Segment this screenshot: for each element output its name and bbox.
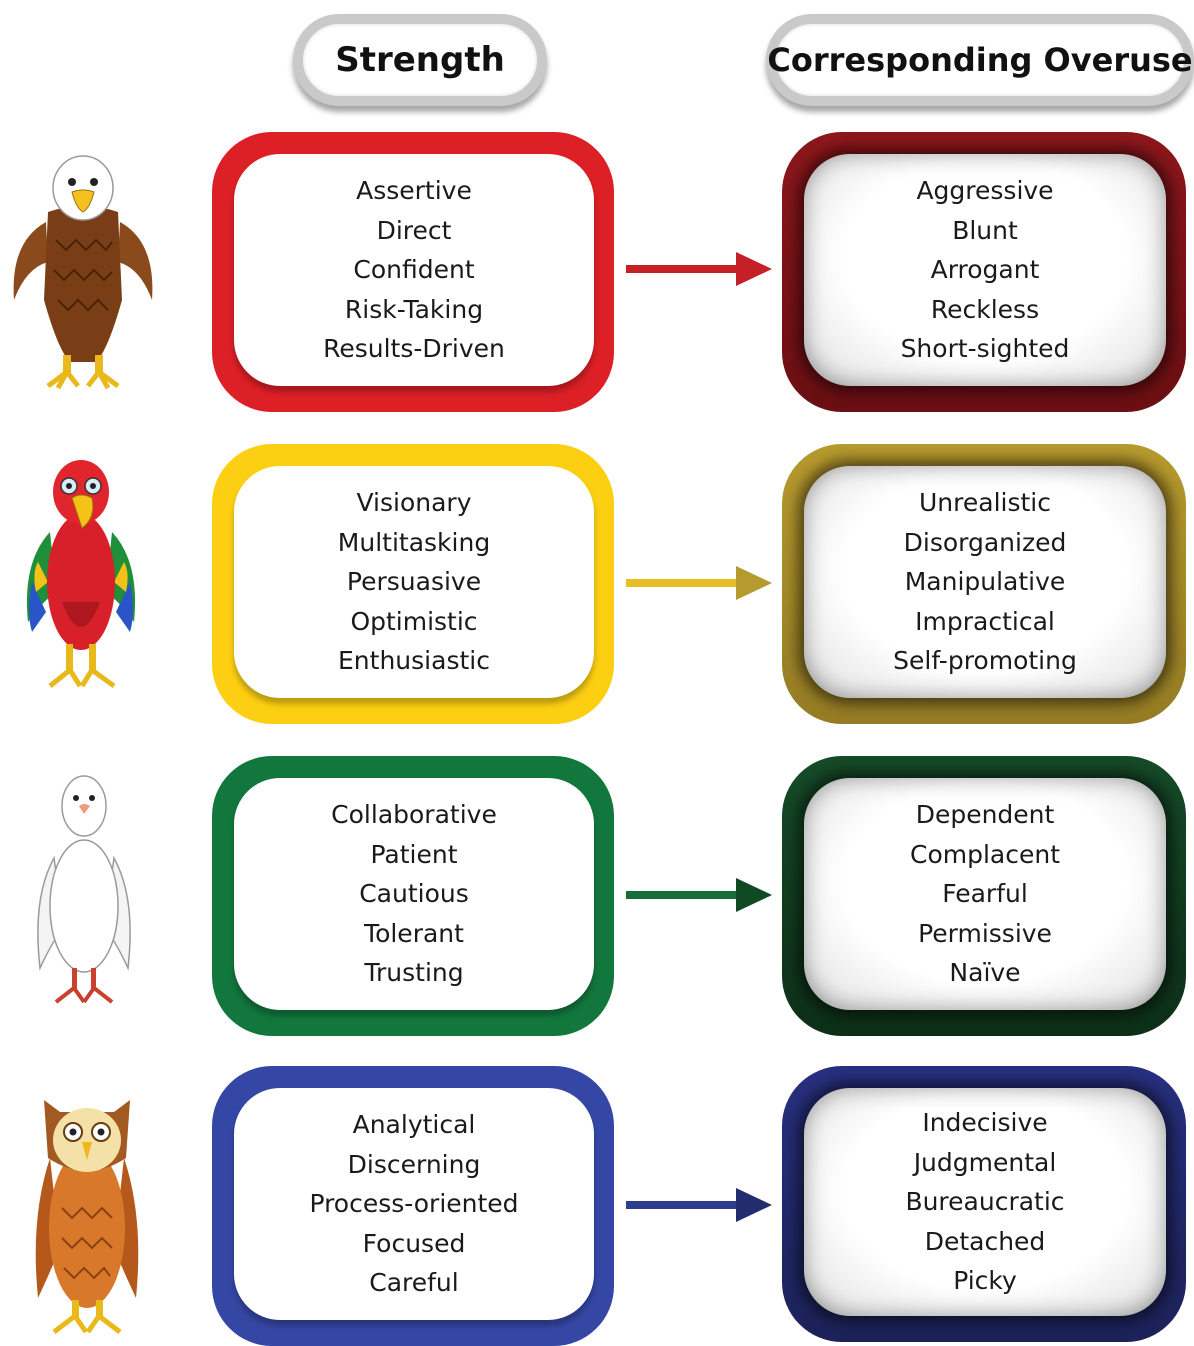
- strength-item: Assertive: [356, 176, 472, 206]
- arrow-right-icon: [626, 1188, 772, 1222]
- overuse-item: Unrealistic: [919, 488, 1051, 518]
- arrow-right-icon: [626, 878, 772, 912]
- strength-item: Focused: [362, 1228, 466, 1258]
- strength-header: Strength: [293, 14, 547, 106]
- overuse-item: Disorganized: [903, 527, 1067, 557]
- strength-box-dove: Collaborative Patient Cautious Tolerant …: [212, 756, 614, 1036]
- strength-item: Trusting: [364, 958, 464, 988]
- overuse-item: Reckless: [930, 294, 1040, 324]
- overuse-item: Permissive: [918, 918, 1052, 948]
- strength-item: Multitasking: [337, 527, 491, 557]
- overuse-item: Manipulative: [904, 567, 1066, 597]
- overuse-item: Complacent: [909, 839, 1060, 869]
- strength-item: Patient: [370, 839, 458, 869]
- strength-box-eagle: Assertive Direct Confident Risk-Taking R…: [212, 132, 614, 412]
- overuse-list-owl: Indecisive Judgmental Bureaucratic Detac…: [804, 1088, 1166, 1316]
- overuse-item: Detached: [924, 1226, 1046, 1256]
- overuse-list-dove: Dependent Complacent Fearful Permissive …: [804, 778, 1166, 1010]
- overuse-item: Aggressive: [916, 176, 1054, 206]
- strength-list-owl: Analytical Discerning Process-oriented F…: [234, 1088, 594, 1320]
- strength-item: Risk-Taking: [344, 294, 484, 324]
- strength-list-parrot: Visionary Multitasking Persuasive Optimi…: [234, 466, 594, 698]
- owl-icon: [35, 1100, 139, 1334]
- strength-item: Process-oriented: [309, 1189, 519, 1219]
- overuse-item: Self-promoting: [893, 646, 1077, 676]
- strength-item: Enthusiastic: [338, 646, 490, 676]
- overuse-box-dove: Dependent Complacent Fearful Permissive …: [782, 756, 1186, 1036]
- strength-item: Direct: [376, 215, 452, 245]
- overuse-item: Arrogant: [930, 255, 1040, 285]
- overuse-box-eagle: Aggressive Blunt Arrogant Reckless Short…: [782, 132, 1186, 412]
- overuse-item: Bureaucratic: [905, 1187, 1065, 1217]
- overuse-item: Judgmental: [913, 1147, 1057, 1177]
- overuse-item: Indecisive: [922, 1108, 1048, 1138]
- strength-item: Results-Driven: [323, 334, 505, 364]
- eagle-icon: [13, 155, 153, 390]
- strength-box-parrot: Visionary Multitasking Persuasive Optimi…: [212, 444, 614, 724]
- strength-item: Confident: [353, 255, 475, 285]
- strength-box-owl: Analytical Discerning Process-oriented F…: [212, 1066, 614, 1346]
- parrot-icon: [26, 460, 136, 689]
- overuse-item: Fearful: [942, 879, 1028, 909]
- overuse-header: Corresponding Overuse: [766, 14, 1194, 106]
- strength-item: Careful: [369, 1268, 459, 1298]
- overuse-item: Blunt: [952, 215, 1018, 245]
- overuse-list-parrot: Unrealistic Disorganized Manipulative Im…: [804, 466, 1166, 698]
- strength-item: Optimistic: [350, 606, 478, 636]
- overuse-box-owl: Indecisive Judgmental Bureaucratic Detac…: [782, 1066, 1186, 1342]
- overuse-box-parrot: Unrealistic Disorganized Manipulative Im…: [782, 444, 1186, 724]
- overuse-list-eagle: Aggressive Blunt Arrogant Reckless Short…: [804, 154, 1166, 386]
- overuse-item: Naïve: [949, 958, 1021, 988]
- strength-item: Analytical: [352, 1110, 476, 1140]
- overuse-item: Picky: [953, 1266, 1017, 1296]
- dove-icon: [37, 775, 131, 1004]
- strength-list-dove: Collaborative Patient Cautious Tolerant …: [234, 778, 594, 1010]
- arrow-right-icon: [626, 566, 772, 600]
- overuse-item: Dependent: [915, 800, 1055, 830]
- strength-item: Tolerant: [364, 918, 464, 948]
- strength-item: Collaborative: [331, 800, 497, 830]
- strength-item: Discerning: [347, 1149, 481, 1179]
- overuse-item: Impractical: [915, 606, 1055, 636]
- strength-item: Visionary: [356, 488, 472, 518]
- strength-item: Persuasive: [346, 567, 482, 597]
- overuse-item: Short-sighted: [900, 334, 1070, 364]
- strength-list-eagle: Assertive Direct Confident Risk-Taking R…: [234, 154, 594, 386]
- strength-item: Cautious: [359, 879, 469, 909]
- arrow-right-icon: [626, 252, 772, 286]
